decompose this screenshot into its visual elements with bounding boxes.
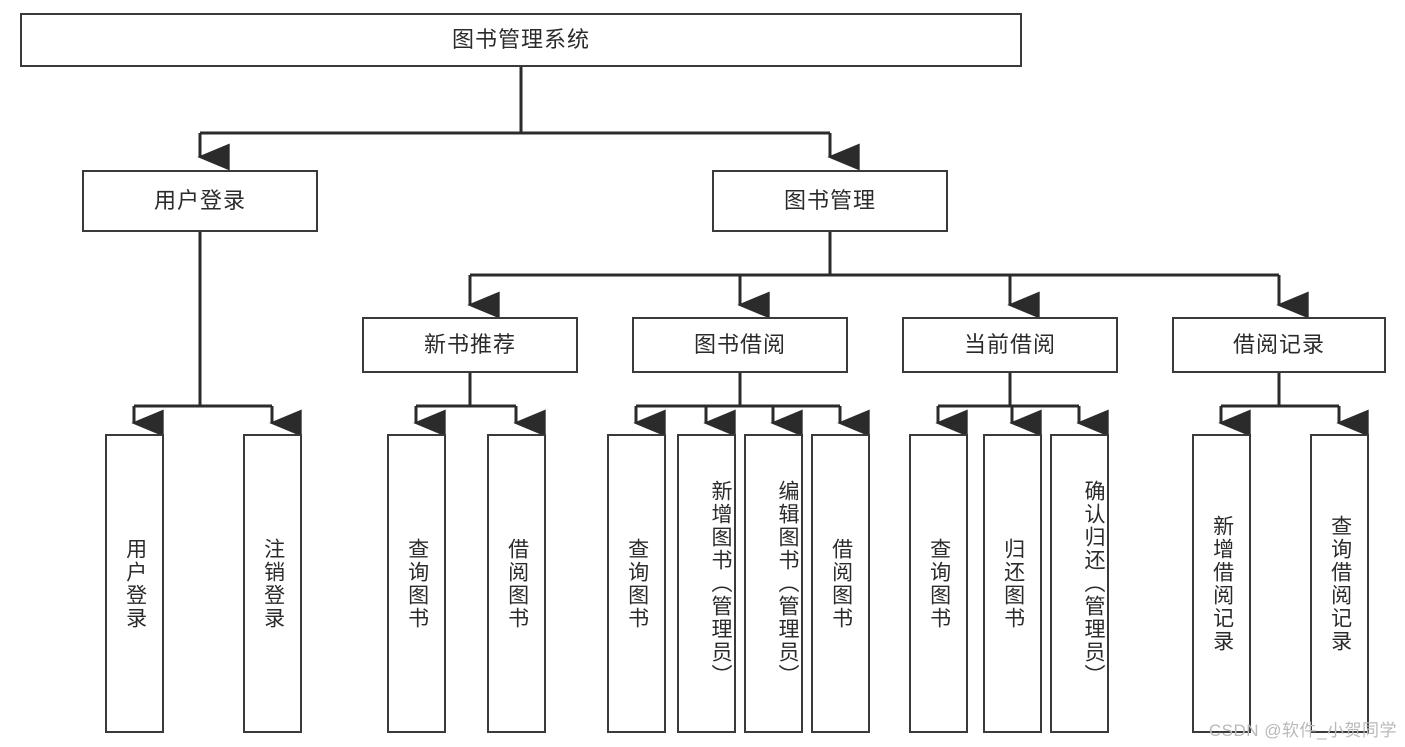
node-new-book-recommend[interactable]: 新书推荐 xyxy=(362,317,578,373)
node-leaf-borrow-book-1-label: 借阅图书 xyxy=(505,537,529,630)
node-root[interactable]: 图书管理系统 xyxy=(20,13,1022,67)
node-leaf-edit-book-label: 编辑图书（管理员） xyxy=(776,480,799,687)
node-leaf-query-record-label: 查询借阅记录 xyxy=(1328,514,1352,653)
node-leaf-query-record[interactable]: 查询借阅记录 xyxy=(1310,434,1369,733)
node-user-login-label: 用户登录 xyxy=(153,187,246,213)
node-borrow-record-label: 借阅记录 xyxy=(1232,331,1325,357)
node-leaf-borrow-book-1[interactable]: 借阅图书 xyxy=(487,434,546,733)
node-leaf-query-book-2[interactable]: 查询图书 xyxy=(607,434,666,733)
node-leaf-add-record-label: 新增借阅记录 xyxy=(1210,514,1234,653)
csdn-watermark: CSDN @软件_小贺同学 xyxy=(1208,721,1397,740)
node-current-borrow[interactable]: 当前借阅 xyxy=(902,317,1118,373)
node-user-login[interactable]: 用户登录 xyxy=(82,170,318,232)
node-leaf-confirm-return[interactable]: 确认归还（管理员） xyxy=(1050,434,1109,733)
node-leaf-borrow-book-2-label: 借阅图书 xyxy=(829,537,853,630)
node-current-borrow-label: 当前借阅 xyxy=(963,331,1056,357)
node-leaf-query-book-1-label: 查询图书 xyxy=(405,537,429,630)
node-new-book-recommend-label: 新书推荐 xyxy=(423,331,516,357)
node-leaf-add-book-label: 新增图书（管理员） xyxy=(709,480,732,687)
node-leaf-confirm-return-label: 确认归还（管理员） xyxy=(1082,480,1105,687)
node-leaf-add-book[interactable]: 新增图书（管理员） xyxy=(677,434,736,733)
node-leaf-query-book-3-label: 查询图书 xyxy=(927,537,951,630)
node-leaf-query-book-2-label: 查询图书 xyxy=(625,537,649,630)
node-leaf-borrow-book-2[interactable]: 借阅图书 xyxy=(811,434,870,733)
node-book-borrow[interactable]: 图书借阅 xyxy=(632,317,848,373)
node-book-borrow-label: 图书借阅 xyxy=(693,331,786,357)
node-leaf-user-login[interactable]: 用户登录 xyxy=(105,434,164,733)
node-leaf-return-book-label: 归还图书 xyxy=(1001,537,1025,630)
node-book-manage-label: 图书管理 xyxy=(783,187,876,213)
node-leaf-return-book[interactable]: 归还图书 xyxy=(983,434,1042,733)
node-leaf-logout[interactable]: 注销登录 xyxy=(243,434,302,733)
node-book-manage[interactable]: 图书管理 xyxy=(712,170,948,232)
node-leaf-query-book-3[interactable]: 查询图书 xyxy=(909,434,968,733)
node-leaf-edit-book[interactable]: 编辑图书（管理员） xyxy=(744,434,803,733)
node-leaf-user-login-label: 用户登录 xyxy=(123,537,147,630)
node-borrow-record[interactable]: 借阅记录 xyxy=(1172,317,1386,373)
node-leaf-add-record[interactable]: 新增借阅记录 xyxy=(1192,434,1251,733)
node-leaf-logout-label: 注销登录 xyxy=(261,537,285,630)
node-leaf-query-book-1[interactable]: 查询图书 xyxy=(387,434,446,733)
node-root-label: 图书管理系统 xyxy=(451,26,590,52)
